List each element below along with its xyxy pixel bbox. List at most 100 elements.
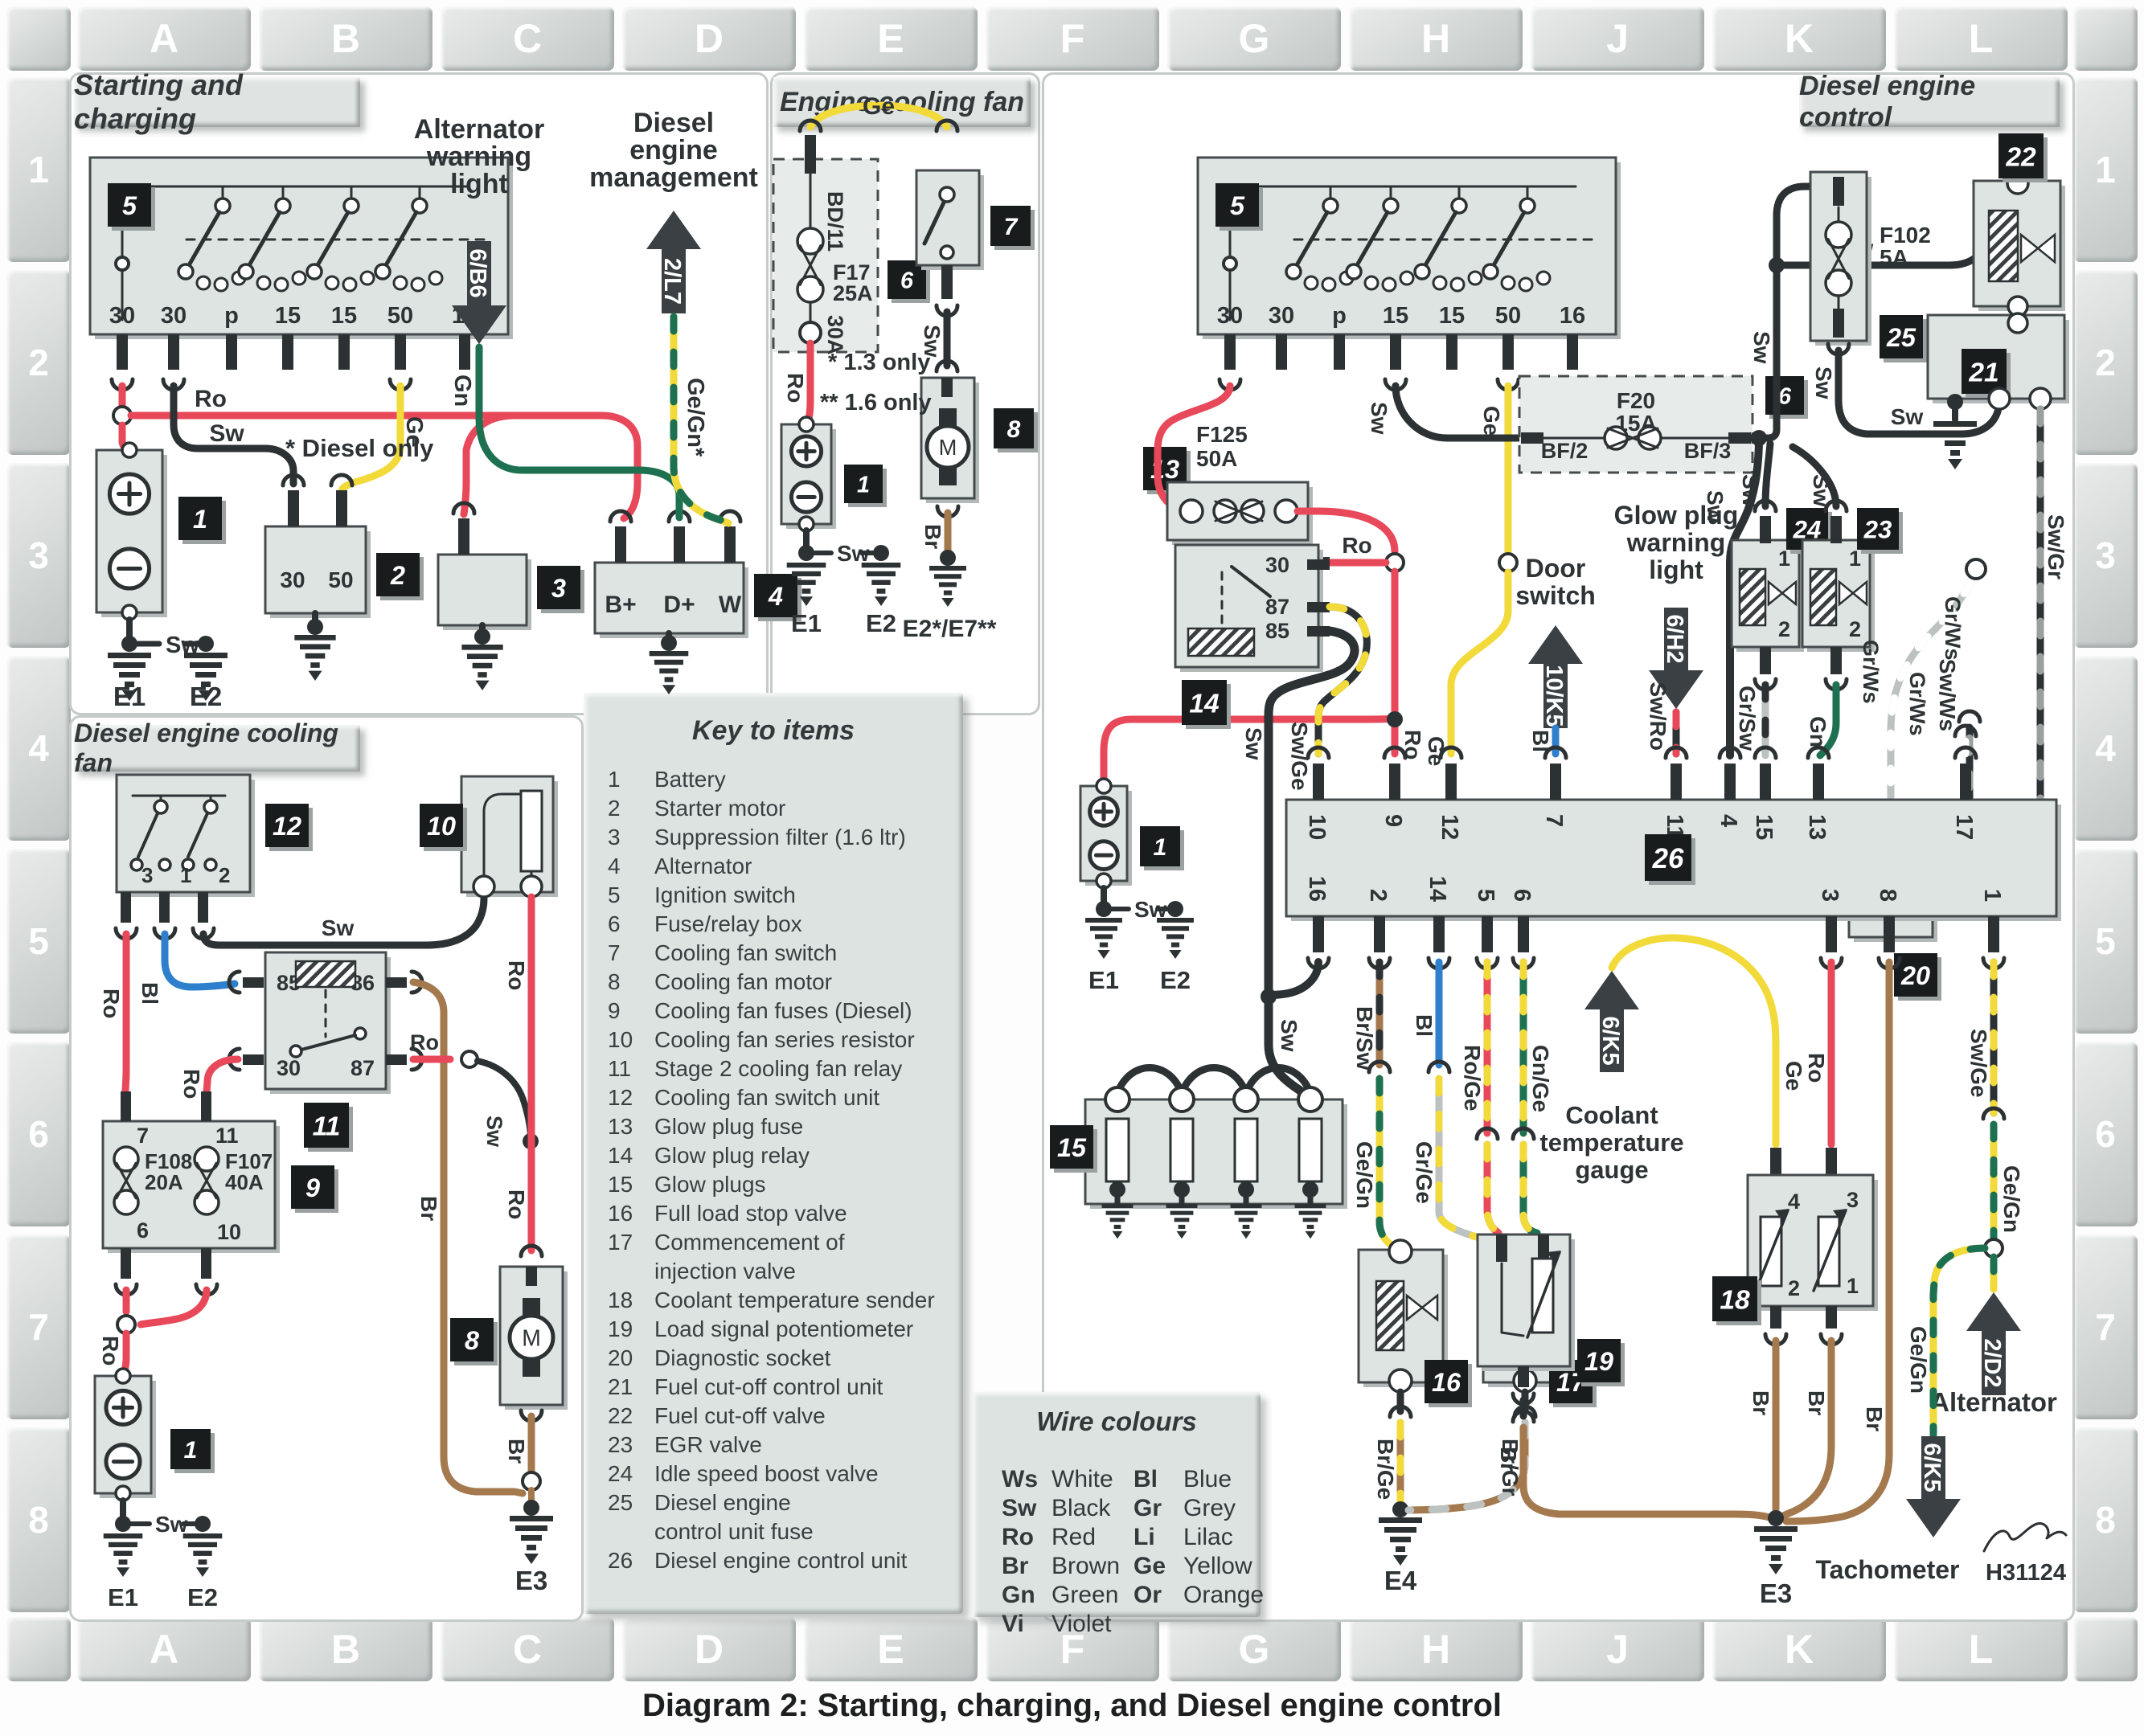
key-item-number: 4 — [608, 854, 621, 878]
key-item-number: 13 — [608, 1114, 633, 1139]
key-item-text: Idle speed boost valve — [654, 1461, 879, 1486]
key-item-text: Fuse/relay box — [654, 911, 802, 936]
frame-cell-top-A: A — [77, 6, 251, 71]
section-title-cooling-text: Engine cooling fan — [779, 86, 1025, 117]
frame-cell-bottom-D: D — [622, 1617, 796, 1681]
wire-colour-abbr: Sw — [1002, 1495, 1037, 1521]
key-item-text: Starter motor — [654, 796, 786, 821]
key-item-number: 6 — [608, 911, 621, 936]
wire-colour-Li: Li Lilac — [1133, 1524, 1233, 1551]
section-title-diesel-fan: Diesel engine cooling fan — [74, 719, 360, 777]
frame-cell-right-4: 4 — [2073, 656, 2138, 841]
frame-cell-bottom-A: A — [77, 1617, 251, 1681]
frame-cell-left-7: 7 — [6, 1234, 71, 1419]
key-item-number: 9 — [608, 998, 621, 1023]
frame-cell-top-C: C — [441, 6, 614, 71]
frame-cell-right-6: 6 — [2073, 1042, 2138, 1226]
key-item-text: Diesel engine — [654, 1490, 791, 1515]
wire-colour-name: Blue — [1183, 1466, 1232, 1492]
key-item-number: 7 — [608, 940, 621, 965]
key-item-text: Load signal potentiometer — [654, 1316, 914, 1341]
key-item-number: 3 — [608, 825, 621, 850]
key-item-text: Cooling fan series resistor — [654, 1027, 915, 1052]
key-item-text: Battery — [654, 767, 726, 792]
diagram-caption: Diagram 2: Starting, charging, and Diese… — [642, 1688, 1502, 1723]
wire-colour-name: White — [1052, 1466, 1113, 1492]
frame-cell-top-L: L — [1894, 6, 2068, 71]
wire-colour-name: Grey — [1183, 1495, 1236, 1521]
frame-cell-top-E: E — [804, 6, 978, 71]
wire-colour-abbr: Bl — [1133, 1466, 1158, 1492]
section-panel-diesel-cooling-fan — [69, 715, 584, 1622]
frame-cell-bottom-F: F — [986, 1617, 1159, 1681]
section-title-starting: Starting and charging — [74, 68, 360, 135]
key-item-text: control unit fuse — [654, 1519, 814, 1544]
key-item-text: Fuel cut-off valve — [654, 1403, 826, 1428]
key-item-text: Alternator — [654, 854, 752, 878]
key-item-text: injection valve — [654, 1259, 796, 1284]
frame-cell-top-J: J — [1531, 6, 1704, 71]
wire-colour-Sw: Sw Black — [1002, 1495, 1110, 1522]
key-title: Key to items — [691, 715, 855, 746]
key-item-text: Suppression filter (1.6 ltr) — [654, 825, 906, 850]
wire-colour-abbr: Li — [1133, 1524, 1155, 1550]
frame-corner-tl — [6, 6, 71, 71]
frame-cell-left-6: 6 — [6, 1042, 71, 1226]
key-item-number: 25 — [608, 1490, 633, 1515]
section-panel-diesel-control — [1042, 72, 2075, 1622]
section-title-starting-text: Starting and charging — [74, 68, 244, 135]
key-item-number: 18 — [608, 1288, 633, 1312]
section-title-cooling: Engine cooling fan — [773, 77, 1031, 127]
key-item-number: 22 — [608, 1403, 633, 1428]
frame-cell-left-1: 1 — [6, 77, 71, 262]
frame-cell-right-8: 8 — [2073, 1427, 2138, 1612]
frame-cell-right-1: 1 — [2073, 77, 2138, 262]
frame-cell-bottom-L: L — [1894, 1617, 2068, 1681]
frame-cell-bottom-C: C — [441, 1617, 614, 1681]
section-panel-cooling-fan — [770, 72, 1040, 715]
key-item-text: Coolant temperature sender — [654, 1288, 935, 1312]
key-item-text: Glow plug relay — [654, 1143, 810, 1168]
key-item-number: 14 — [608, 1143, 633, 1168]
section-title-diesel: Diesel engine control — [1799, 71, 2060, 133]
key-item-text: Glow plugs — [654, 1172, 766, 1197]
wire-colour-name: Orange — [1183, 1582, 1265, 1608]
wire-colour-abbr: Vi — [1002, 1611, 1024, 1637]
frame-cell-top-H: H — [1349, 6, 1523, 71]
wire-colour-abbr: Ro — [1002, 1524, 1034, 1550]
key-item-text: Cooling fan fuses (Diesel) — [654, 998, 912, 1023]
frame-cell-bottom-K: K — [1712, 1617, 1886, 1681]
key-item-number: 12 — [608, 1085, 633, 1110]
frame-cell-bottom-J: J — [1531, 1617, 1704, 1681]
frame-cell-right-2: 2 — [2073, 270, 2138, 455]
key-item-text: Ignition switch — [654, 882, 796, 907]
key-item-number: 10 — [608, 1027, 633, 1052]
frame-cell-bottom-B: B — [259, 1617, 432, 1681]
wire-colours-title: Wire colours — [1036, 1406, 1197, 1436]
wire-colour-abbr: Ws — [1002, 1466, 1038, 1492]
key-item-number: 5 — [608, 882, 621, 907]
wire-colour-name: Black — [1052, 1495, 1111, 1521]
key-item-number: 16 — [608, 1201, 633, 1226]
frame-corner-br — [2073, 1617, 2138, 1681]
frame-cell-top-G: G — [1167, 6, 1341, 71]
wire-colour-Ws: Ws White — [1002, 1466, 1113, 1493]
frame-corner-bl — [6, 1617, 71, 1681]
key-item-number: 24 — [608, 1461, 633, 1486]
wire-colour-name: Lilac — [1183, 1524, 1233, 1550]
key-item-text: Diagnostic socket — [654, 1345, 831, 1370]
key-item-text: Stage 2 cooling fan relay — [654, 1056, 903, 1081]
wire-colour-name: Green — [1052, 1582, 1119, 1608]
key-item-number: 20 — [608, 1345, 633, 1370]
wire-colour-name: Yellow — [1183, 1553, 1252, 1579]
key-item-text: Full load stop valve — [654, 1201, 847, 1226]
key-item-text: EGR valve — [654, 1432, 762, 1457]
